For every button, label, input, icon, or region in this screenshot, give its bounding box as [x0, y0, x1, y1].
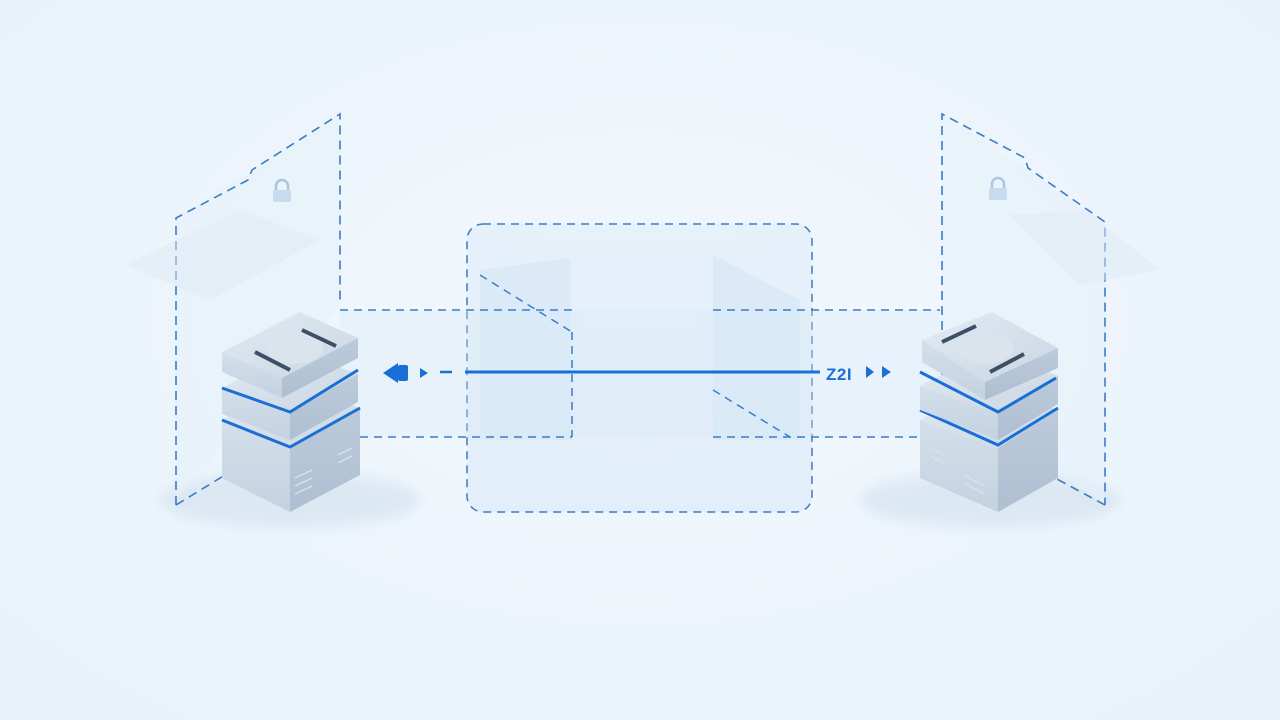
plug-icon [383, 363, 428, 383]
connection-link[interactable]: Z2I [383, 363, 891, 384]
server-icon [919, 312, 1059, 512]
right-server[interactable] [919, 312, 1059, 512]
lock-icon [273, 178, 291, 202]
connection-label: Z2I [826, 365, 852, 384]
lock-icon [989, 176, 1007, 200]
arrow-right-icon [866, 366, 891, 378]
server-icon [221, 312, 361, 512]
left-server[interactable] [221, 312, 361, 512]
left-zone-panel [125, 112, 341, 506]
